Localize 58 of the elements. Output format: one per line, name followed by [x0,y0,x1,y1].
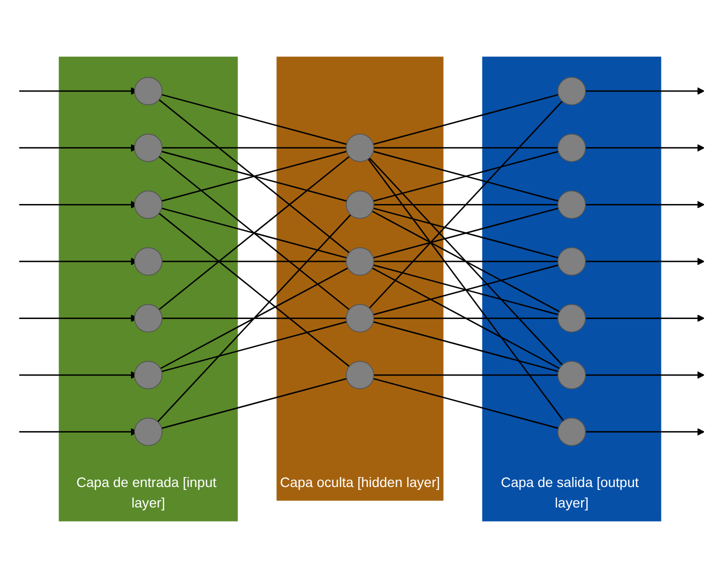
node-circle [558,360,586,390]
arrow [585,200,705,208]
arrow [585,314,705,322]
connector [368,100,563,309]
connector [161,208,347,259]
node-circle [558,190,586,219]
connector [368,158,564,422]
connector [160,267,348,370]
node-circle [346,360,374,390]
node-circle [558,247,586,276]
connector [372,210,560,312]
node-circle [346,247,374,276]
connector [374,374,558,376]
connector [374,260,558,262]
node-circle [346,304,374,332]
connector [161,94,347,145]
connector [368,157,563,366]
connector [158,156,350,310]
connector [162,147,346,149]
cluster: Capa oculta [hidden layer] [276,56,444,501]
cluster: Capa de entrada [input layer] [58,56,238,522]
node-circle [558,418,586,446]
arrow [585,144,705,152]
arrow [585,87,705,95]
connector [158,212,350,367]
connector [373,321,559,372]
connector [373,208,559,259]
node-circle [134,134,162,162]
arrow [585,258,705,266]
connector [373,94,559,145]
connector [161,378,347,429]
arrow [585,428,705,436]
node-circle [134,418,162,446]
node-circle [134,76,162,106]
connector [373,150,559,202]
connector [374,204,558,206]
cluster: Capa de salida [output layer] [482,56,662,522]
node-circle [558,76,586,106]
connector [158,99,350,254]
connector [161,321,347,372]
node-circle [134,190,162,219]
connector [157,214,352,422]
connector [161,150,347,202]
node-circle [134,304,162,332]
connector [162,318,346,319]
connector [373,378,559,429]
arrow [585,371,705,379]
node-circle [134,247,162,276]
node-circle [134,360,162,390]
node-circle [346,134,374,162]
connector [374,147,558,149]
node-circle [558,304,586,332]
node-circle [346,190,374,219]
connector [373,264,559,316]
node-circle [558,134,586,162]
connector [162,260,346,262]
connector [374,318,558,319]
connector [372,267,560,370]
